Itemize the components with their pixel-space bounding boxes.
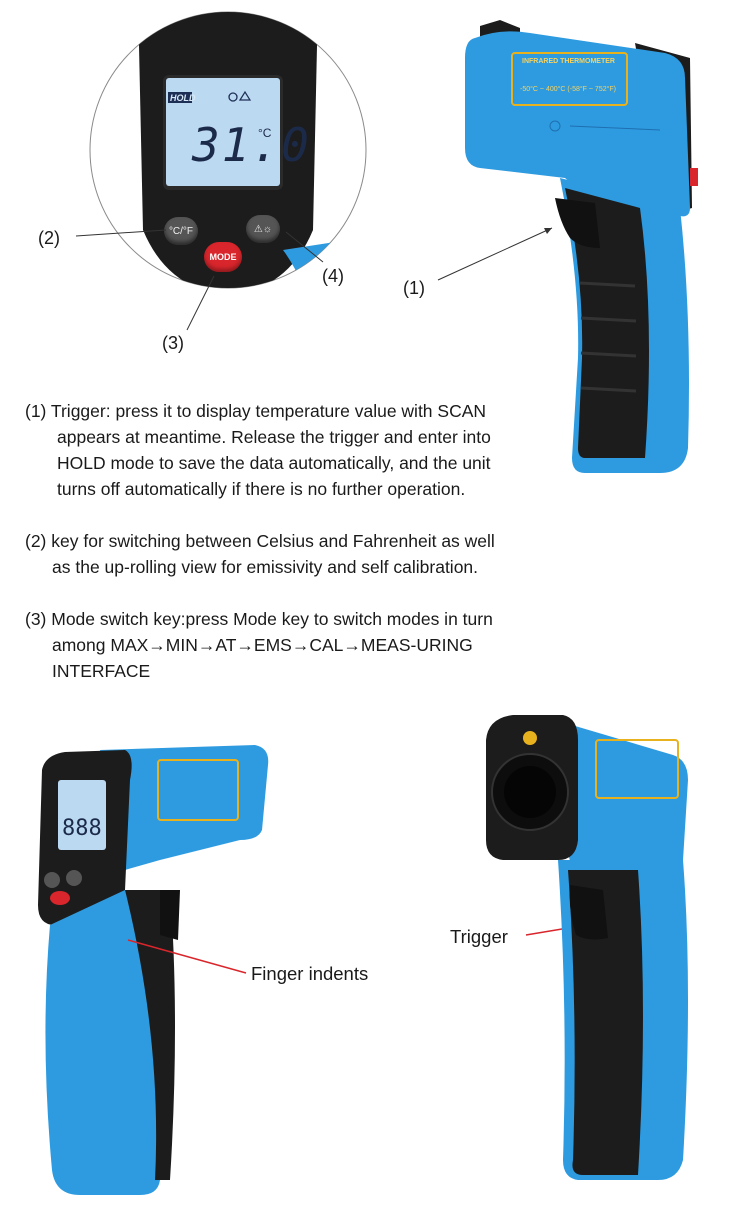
cf-toggle-label: °C/°F xyxy=(168,225,194,237)
temperature-reading: 31.0 xyxy=(192,118,311,172)
description-3-line-3: INTERFACE xyxy=(52,661,151,681)
finger-indents-label: Finger indents xyxy=(251,963,369,984)
svg-text:888: 888 xyxy=(62,816,102,841)
description-3-line-2: among MAX→MIN→AT→EMS→CAL→MEAS-URING xyxy=(52,635,473,655)
mode-button[interactable]: MODE xyxy=(204,242,242,272)
description-3-line-1: (3) Mode switch key:press Mode key to sw… xyxy=(25,609,493,629)
mode-button-label: MODE xyxy=(209,252,237,262)
thermometer-side-view xyxy=(465,20,698,473)
hold-indicator: HOLD xyxy=(170,93,196,103)
cf-toggle-button[interactable]: °C/°F xyxy=(164,217,198,245)
description-1-line-4: turns off automatically if there is no f… xyxy=(57,479,466,499)
device-label-title: INFRARED THERMOMETER xyxy=(522,58,615,65)
thermometer-front-view: 888 xyxy=(38,745,269,1195)
display-closeup: HOLD 31.0 °C °C/°F ⚠☼ MODE xyxy=(89,0,367,305)
backlight-laser-button[interactable]: ⚠☼ xyxy=(246,215,280,243)
thermometer-rear-view xyxy=(486,715,688,1180)
description-1-line-2: appears at meantime. Release the trigger… xyxy=(57,427,491,447)
callout-4: (4) xyxy=(322,266,344,286)
laser-icon: ⚠☼ xyxy=(253,223,273,235)
unit-indicator: °C xyxy=(258,126,272,140)
description-1-line-1: (1) Trigger: press it to display tempera… xyxy=(25,401,487,421)
description-2-line-1: (2) key for switching between Celsius an… xyxy=(25,531,495,551)
callout-2: (2) xyxy=(38,228,60,248)
trigger-label: Trigger xyxy=(450,926,508,947)
device-label-range: -50°C ~ 400°C (-58°F ~ 752°F) xyxy=(520,86,617,93)
callout-3: (3) xyxy=(162,333,184,353)
closeup-callout-lines xyxy=(75,227,553,331)
description-1-line-3: HOLD mode to save the data automatically… xyxy=(57,453,491,473)
description-2-line-2: as the up-rolling view for emissivity an… xyxy=(52,557,479,577)
callout-1: (1) xyxy=(403,278,425,298)
